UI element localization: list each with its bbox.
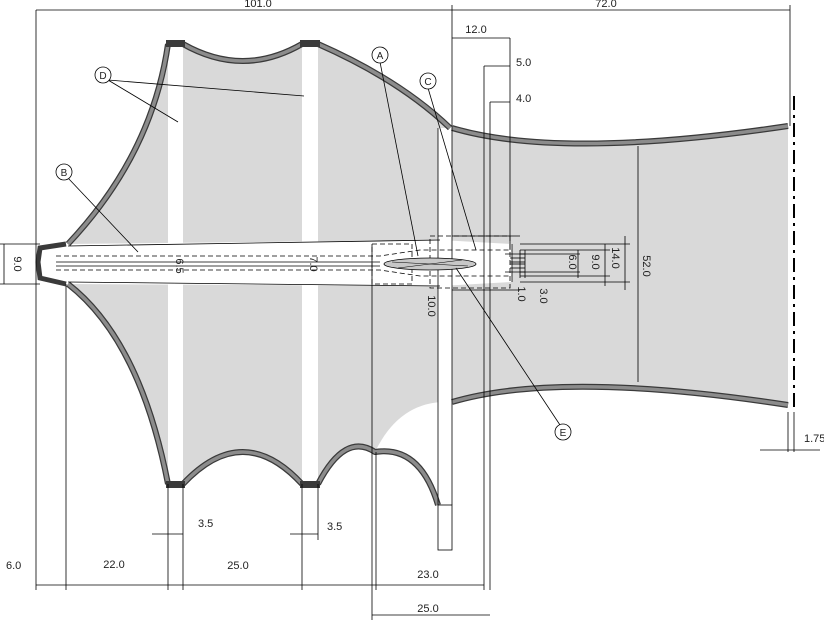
callout-a-marker: [371, 46, 389, 64]
dim-3-0: 3.0: [537, 288, 549, 303]
dimension-lines: [0, 5, 820, 620]
dim-6-bottom: 6.0: [6, 560, 21, 572]
callout-c-marker: [419, 72, 437, 90]
dim-top-left: 101.0: [244, 0, 272, 10]
callouts: A B C D E: [55, 46, 572, 441]
dim-25: 25.0: [227, 560, 248, 572]
callout-a: A: [377, 51, 384, 62]
callout-e: E: [560, 428, 567, 439]
dim-6-5: 6.5: [173, 258, 185, 273]
dim-1-75: 1.75: [804, 433, 824, 445]
dim-3-5-a: 3.5: [198, 518, 213, 530]
dimension-labels: 101.0 72.0 12.0 5.0 4.0 9.0 6.5 7.0 10.0…: [6, 0, 824, 615]
dim-14: 14.0: [609, 247, 621, 268]
dim-23: 23.0: [417, 569, 438, 581]
callout-c: C: [424, 77, 431, 88]
dim-22: 22.0: [103, 559, 124, 571]
dim-top-right: 72.0: [595, 0, 616, 10]
dim-1-0: 1.0: [515, 286, 527, 301]
callout-d: D: [99, 71, 106, 82]
dim-25-b: 25.0: [417, 603, 438, 615]
dim-12: 12.0: [465, 24, 486, 36]
dim-3-5-b: 3.5: [327, 521, 342, 533]
callout-b-marker: [55, 163, 73, 181]
callout-d-marker: [94, 66, 112, 84]
callout-b: B: [61, 168, 68, 179]
callout-e-marker: [554, 423, 572, 441]
dim-7-0: 7.0: [307, 256, 319, 271]
channel-walls: [35, 40, 789, 551]
dim-52: 52.0: [640, 255, 652, 276]
dim-9-left: 9.0: [11, 256, 23, 271]
dim-10: 10.0: [425, 295, 437, 316]
dim-4: 4.0: [516, 93, 531, 105]
dim-9-0: 9.0: [589, 254, 601, 269]
dim-5: 5.0: [516, 57, 531, 69]
dim-6-0: 6.0: [566, 254, 578, 269]
